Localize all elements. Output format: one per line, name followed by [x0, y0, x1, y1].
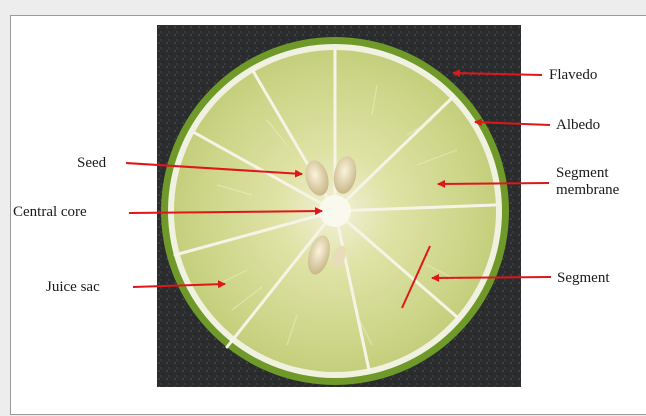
- label-flavedo: Flavedo: [549, 67, 597, 84]
- label-segment: Segment: [557, 270, 610, 287]
- lime-photo-svg: [157, 25, 521, 387]
- label-juice-sac: Juice sac: [46, 279, 100, 296]
- figure-frame: Flavedo Albedo Seed Segment membrane Cen…: [10, 15, 646, 415]
- lime-cross-section-photo: [157, 25, 521, 387]
- central-core: [319, 195, 351, 227]
- label-segment-membrane-line2: membrane: [556, 182, 619, 199]
- label-seed: Seed: [77, 155, 106, 172]
- label-albedo: Albedo: [556, 117, 600, 134]
- label-central-core: Central core: [13, 204, 87, 221]
- label-segment-membrane-line1: Segment: [556, 165, 609, 182]
